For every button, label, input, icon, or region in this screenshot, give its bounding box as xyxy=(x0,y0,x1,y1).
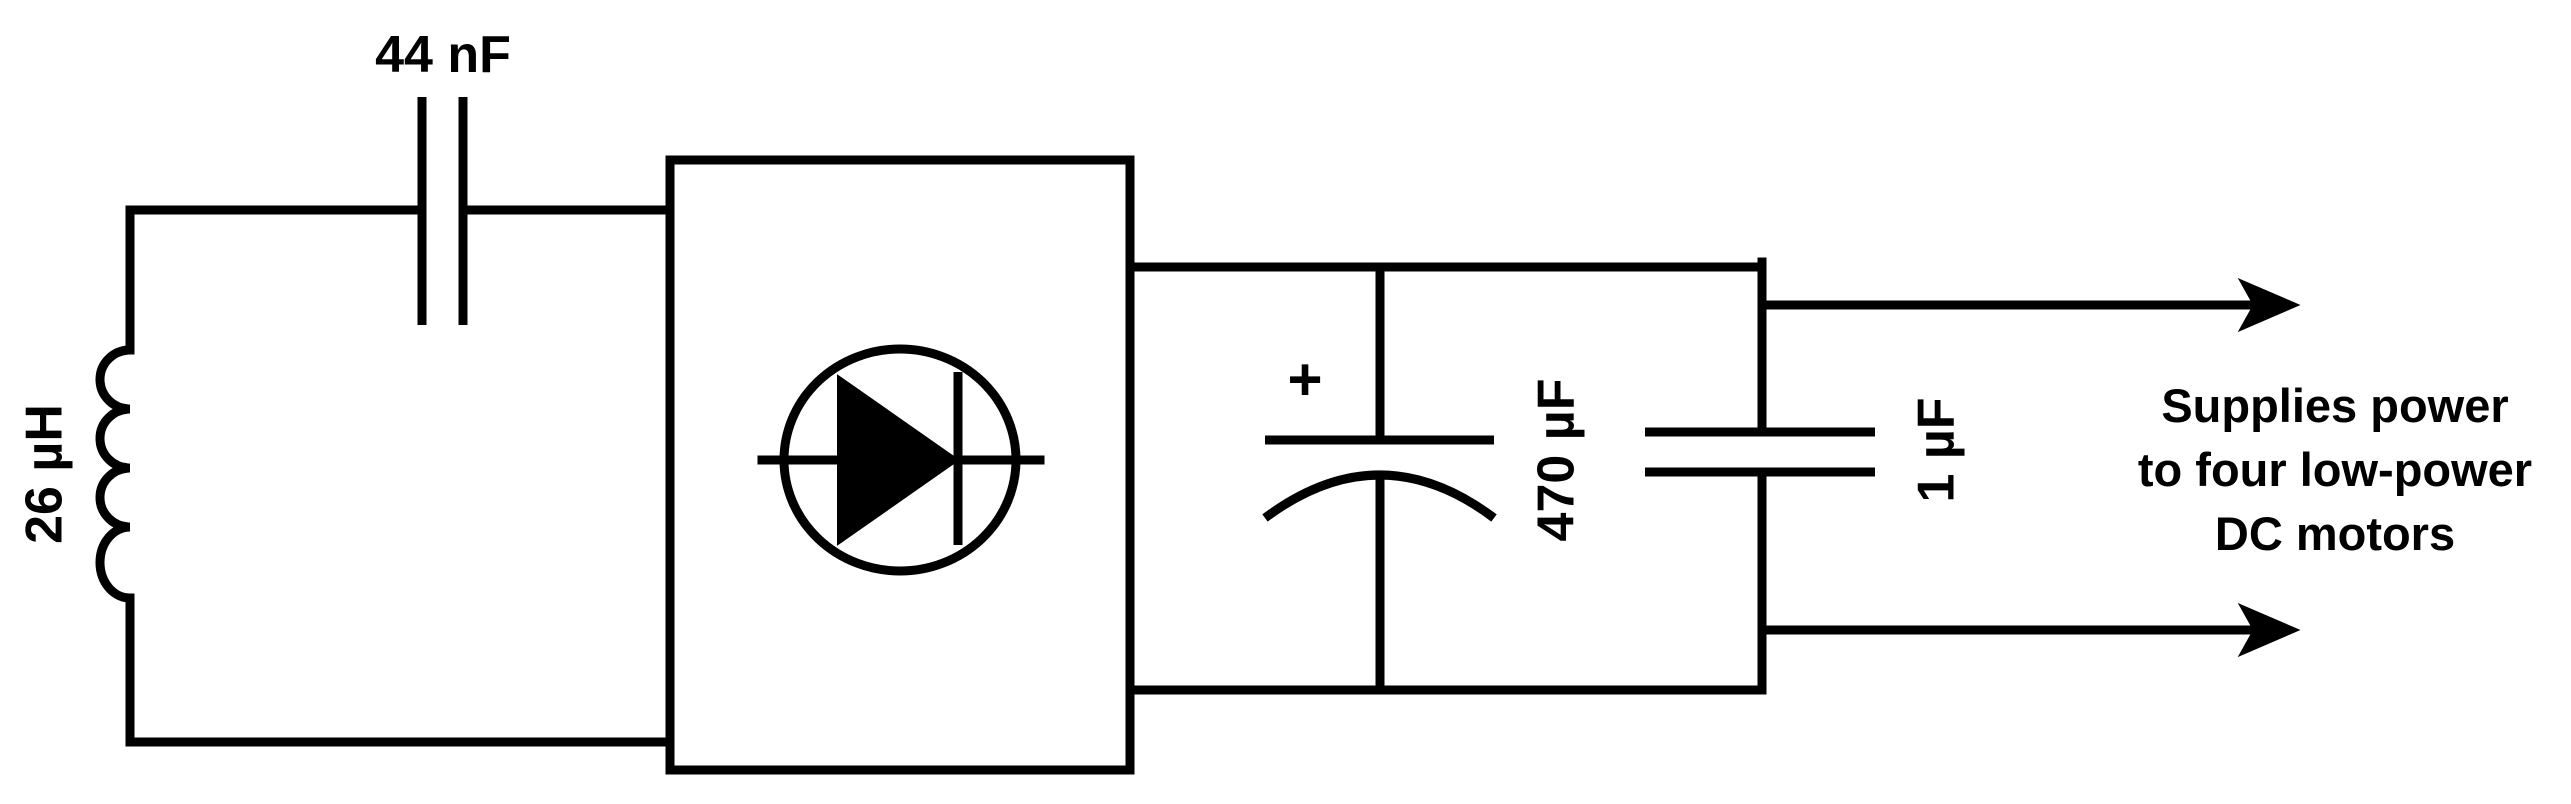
electrolytic-capacitor: + 470 µF xyxy=(1262,262,1586,695)
diode-triangle xyxy=(837,374,960,546)
inductor: 26 µH xyxy=(16,345,135,603)
polarity-plus-sign: + xyxy=(1287,346,1322,413)
arrow-right-icon xyxy=(2237,602,2301,658)
inductor-label: 26 µH xyxy=(16,404,74,544)
arrow-right-icon xyxy=(2237,277,2301,333)
capacitor-icon xyxy=(417,97,468,325)
polarized-capacitor-icon xyxy=(1262,262,1497,695)
rectifier xyxy=(665,155,1135,775)
output-rails xyxy=(1125,257,1767,695)
filter-capacitor-label: 1 µF xyxy=(1908,397,1966,502)
bottom-wire-left xyxy=(125,593,675,747)
series-capacitor: 44 nF xyxy=(375,26,511,325)
output-arrows xyxy=(1757,277,2301,658)
rectifier-box xyxy=(665,155,1135,775)
output-note-line-2: to four low-power xyxy=(2138,443,2532,496)
filter-capacitor: 1 µF xyxy=(1645,397,1966,503)
output-note-line-1: Supplies power xyxy=(2161,379,2508,432)
diode-in-circle-icon xyxy=(757,344,1045,576)
output-note-line-3: DC motors xyxy=(2215,507,2455,560)
top-wire-left xyxy=(125,205,427,355)
inductor-coil-icon xyxy=(95,345,135,603)
capacitor-icon xyxy=(1645,427,1875,477)
input-loop-wires xyxy=(125,205,675,747)
output-note: Supplies power to four low-power DC moto… xyxy=(2138,379,2532,560)
electrolytic-capacitor-label: 470 µF xyxy=(1528,379,1586,542)
series-capacitor-label: 44 nF xyxy=(375,26,511,84)
